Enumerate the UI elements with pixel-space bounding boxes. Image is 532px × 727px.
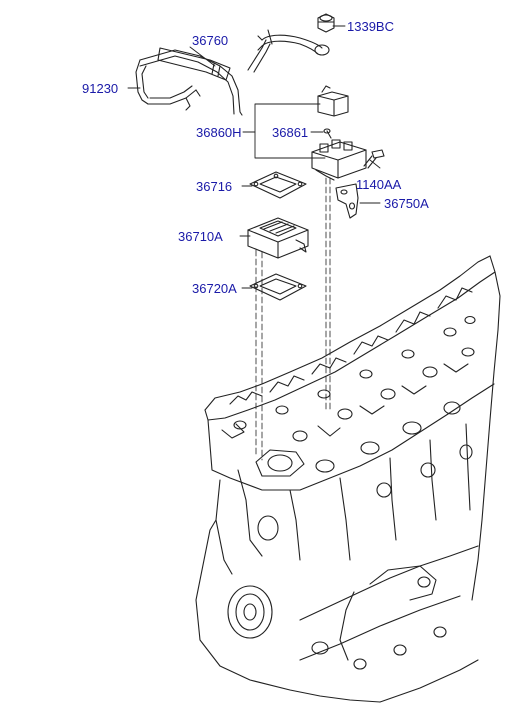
harness-91230 xyxy=(135,39,271,116)
gasket-36720a xyxy=(249,273,307,301)
label-36861[interactable]: 36861 xyxy=(272,125,309,140)
label-91230[interactable]: 91230 xyxy=(82,81,119,96)
label-36720a[interactable]: 36720A xyxy=(192,281,237,296)
assembly-lines xyxy=(255,177,331,461)
nut-1339bc xyxy=(317,13,335,33)
air-heater-36710a xyxy=(247,217,309,259)
label-36716[interactable]: 36716 xyxy=(196,179,233,194)
leader-lines xyxy=(127,25,381,289)
label-36860h[interactable]: 36860H xyxy=(196,125,242,140)
sensor-connector xyxy=(317,85,349,117)
label-1339bc[interactable]: 1339BC xyxy=(347,19,394,34)
heater-relay xyxy=(311,139,367,181)
label-36710a[interactable]: 36710A xyxy=(178,229,223,244)
label-36750a[interactable]: 36750A xyxy=(384,196,429,211)
label-1140aa[interactable]: 1140AA xyxy=(356,177,402,192)
engine-block xyxy=(195,255,501,703)
bracket-36860H xyxy=(254,103,326,159)
gasket-36716 xyxy=(249,171,307,199)
hose-36760 xyxy=(257,29,330,56)
bracket-36750a xyxy=(335,183,359,219)
screw-36861 xyxy=(323,128,332,139)
bolt-1140aa xyxy=(363,149,385,169)
label-36760[interactable]: 36760 xyxy=(192,33,229,48)
